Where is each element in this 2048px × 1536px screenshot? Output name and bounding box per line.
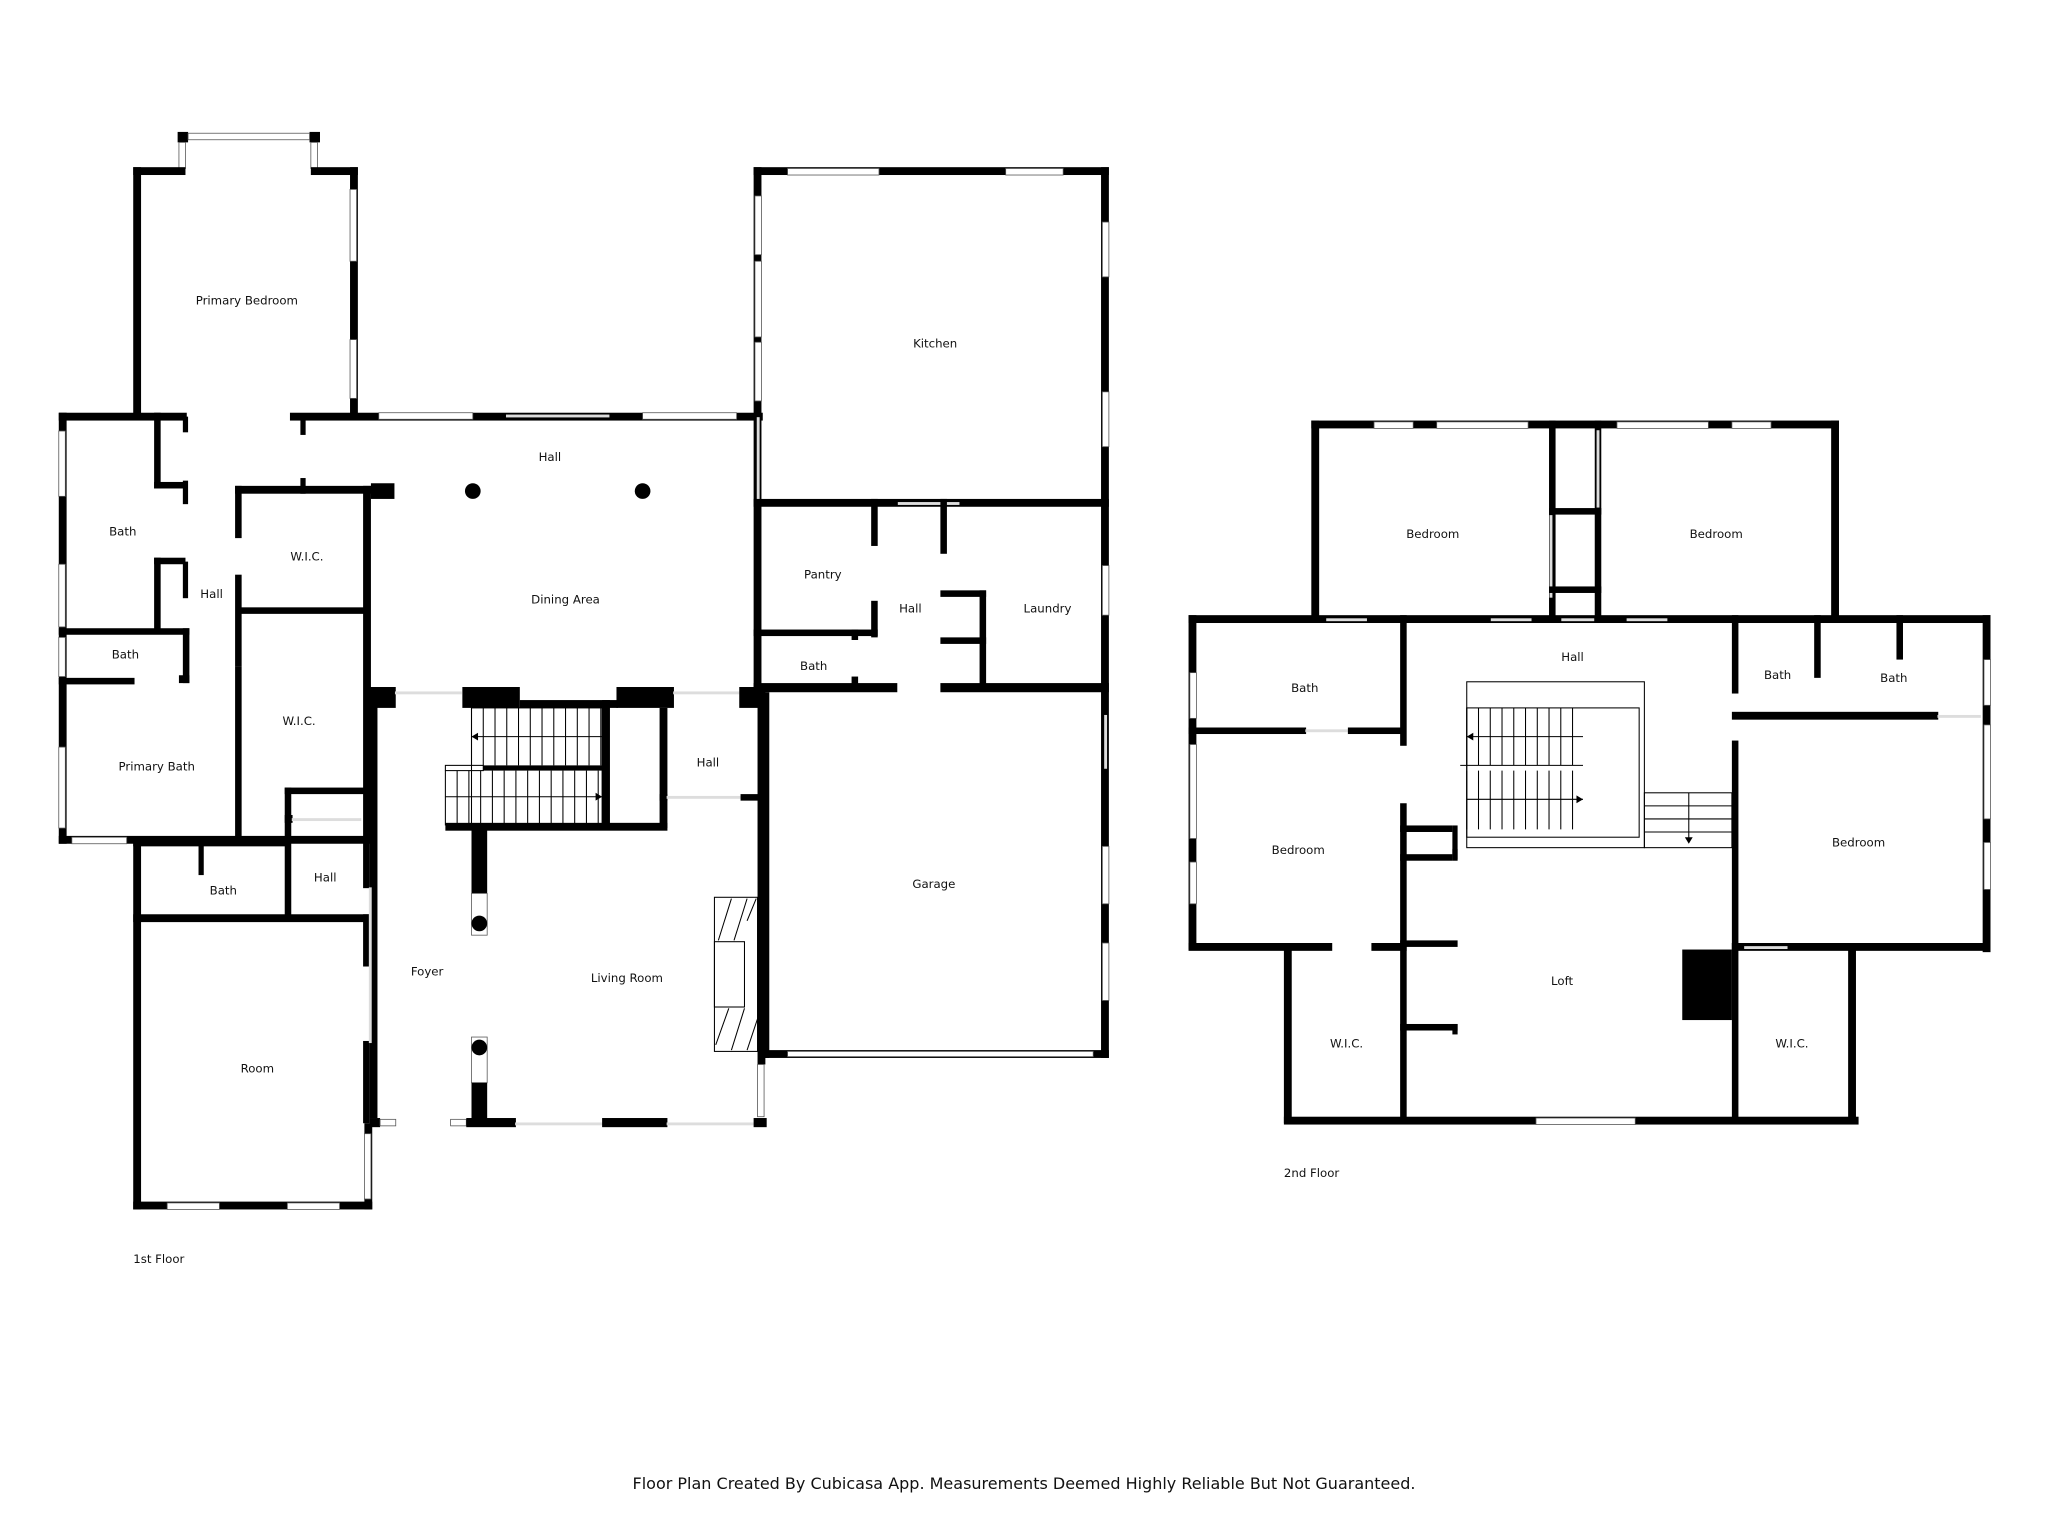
room-label-wic: W.I.C. (1775, 1036, 1808, 1050)
room-label-wic: W.I.C. (283, 714, 316, 728)
room-label-bath: Bath (1880, 671, 1907, 685)
room-label-hall: Hall (200, 587, 223, 601)
room-label-primary-bedroom: Primary Bedroom (196, 293, 298, 307)
room-label-bath: Bath (1291, 681, 1318, 695)
room-label-living-room: Living Room (591, 971, 663, 985)
room-label-wic: W.I.C. (1330, 1036, 1363, 1050)
fireplace-icon (713, 896, 759, 1052)
floor-label-1st: 1st Floor (133, 1252, 184, 1266)
room-label-bath: Bath (1764, 668, 1791, 682)
room-label-loft: Loft (1551, 974, 1573, 988)
staircase-2nd-floor[interactable] (1460, 681, 1733, 849)
staircase-1st-floor[interactable] (444, 700, 668, 831)
room-label-wic: W.I.C. (290, 549, 323, 563)
floor-label-2nd: 2nd Floor (1284, 1166, 1340, 1180)
first-floor (58, 131, 1110, 1210)
room-label-hall: Hall (314, 871, 337, 885)
room-label-bath: Bath (800, 659, 827, 673)
room-label-hall: Hall (539, 450, 562, 464)
room-label-hall: Hall (697, 756, 720, 770)
room-label-room: Room (241, 1061, 274, 1075)
room-label-garage: Garage (912, 877, 955, 891)
room-label-bath: Bath (109, 525, 136, 539)
room-label-hall: Hall (899, 602, 922, 616)
disclaimer-footer: Floor Plan Created By Cubicasa App. Meas… (632, 1474, 1416, 1493)
room-label-bath: Bath (210, 884, 237, 898)
room-label-pantry: Pantry (804, 568, 842, 582)
room-label-hall: Hall (1561, 650, 1584, 664)
room-label-bedroom: Bedroom (1272, 843, 1325, 857)
room-label-bath: Bath (112, 647, 139, 661)
room-label-bedroom: Bedroom (1406, 527, 1459, 541)
room-label-primary-bath: Primary Bath (118, 760, 194, 774)
room-label-laundry: Laundry (1024, 602, 1072, 616)
room-label-bedroom: Bedroom (1690, 527, 1743, 541)
second-floor (1188, 420, 1991, 1125)
room-label-dining-area: Dining Area (531, 592, 600, 606)
room-label-bedroom: Bedroom (1832, 835, 1885, 849)
room-label-kitchen: Kitchen (913, 336, 957, 350)
room-label-foyer: Foyer (411, 965, 444, 979)
